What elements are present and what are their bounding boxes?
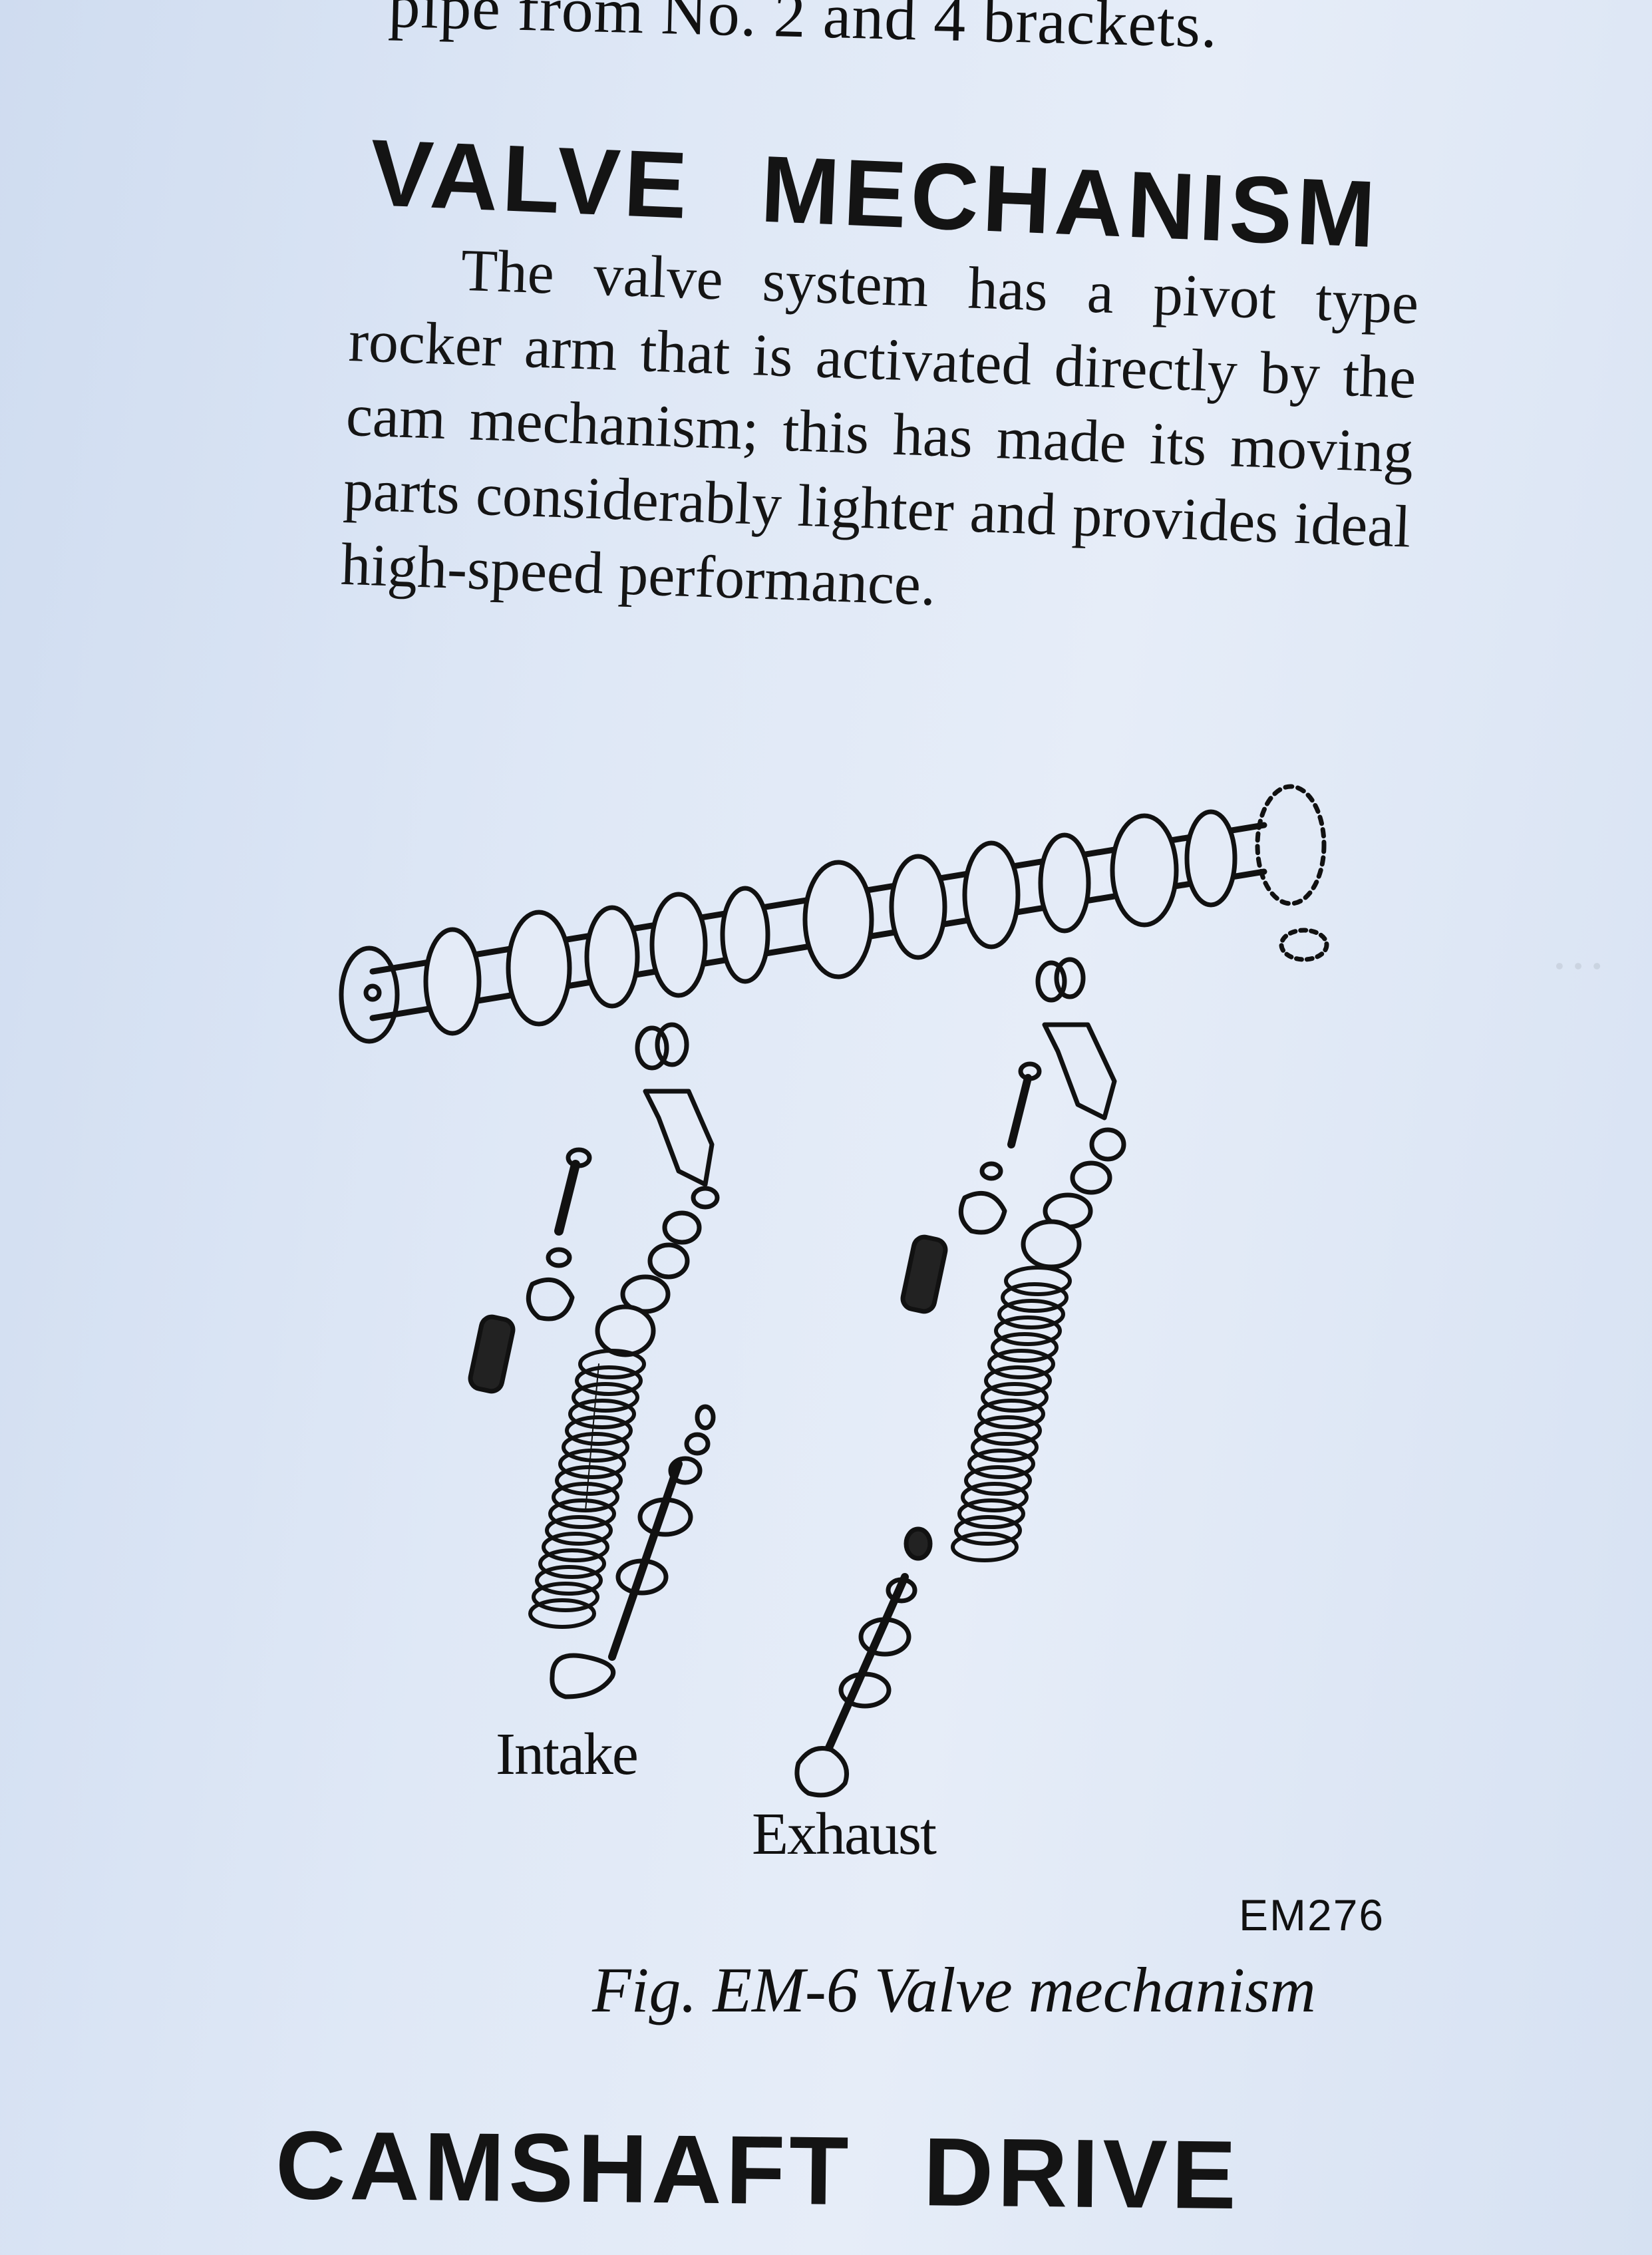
valve-mechanism-diagram [333,745,1410,1890]
section-heading-camshaft-drive: CAMSHAFT DRIVE [275,2111,1241,2230]
figure-caption: Fig. EM-6 Valve mechanism [592,1954,1316,2025]
previous-section-fragment: pipe from No. 2 and 4 brackets. [387,0,1219,61]
bleed-through-marks: … [1550,920,1606,981]
valve-mechanism-paragraph: The valve system has a pivot type rocker… [339,237,1420,618]
exhaust-label: Exhaust [752,1801,937,1867]
intake-label: Intake [496,1721,639,1787]
figure-code: EM276 [1239,1890,1385,1940]
camshaft-drawing [339,784,1329,1044]
intake-valve-assembly-drawing [468,1022,720,1699]
exhaust-valve-assembly-drawing [794,957,1126,1798]
